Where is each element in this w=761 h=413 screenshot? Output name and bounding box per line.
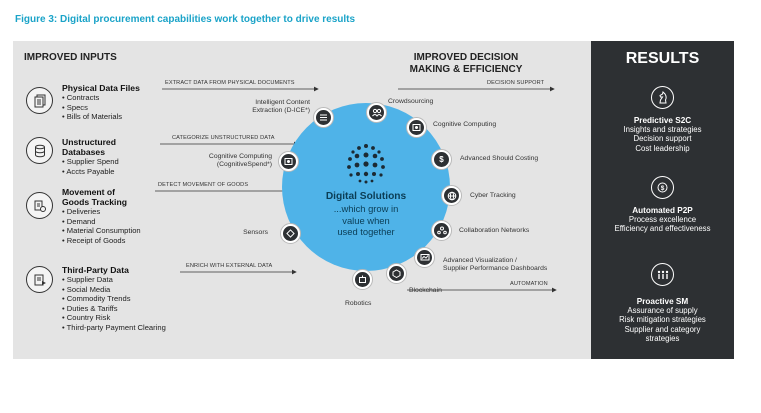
label-line1: Intelligent Content — [255, 99, 310, 106]
blockchain-label: Blockchain — [409, 287, 442, 294]
result-line: Decision support — [633, 134, 692, 144]
tracking-icon — [26, 192, 53, 219]
result-line: strategies — [645, 333, 680, 343]
intelligent-content-label: Intelligent Content Extraction (D-ICE*) — [226, 99, 310, 116]
list-item: Receipt of Goods — [62, 236, 141, 246]
list-item: Contracts — [62, 93, 140, 103]
crowdsourcing-label: Crowdsourcing — [388, 98, 434, 105]
list-item: Country Risk — [62, 313, 166, 323]
result-line: Efficiency and effectiveness — [614, 224, 711, 234]
extract-label: EXTRACT DATA FROM PHYSICAL DOCUMENTS — [165, 80, 295, 86]
categorize-label: CATEGORIZE UNSTRUCTURED DATA — [172, 135, 275, 141]
inputs-header: IMPROVED INPUTS — [24, 52, 117, 63]
list-item: Duties & Tariffs — [62, 304, 166, 314]
result-predictive: Predictive S2C Insights and strategies D… — [591, 116, 734, 153]
list-item: Material Consumption — [62, 226, 141, 236]
list-item: Bills of Materials — [62, 112, 140, 122]
results-header: RESULTS — [625, 50, 700, 67]
result-line: Insights and strategies — [623, 125, 702, 134]
digital-solutions-line1: ...which grow in — [333, 203, 399, 214]
cyber-tracking-tool — [441, 185, 462, 206]
collaboration-label: Collaboration Networks — [459, 227, 530, 234]
result-line: Assurance of supply — [627, 306, 698, 315]
digital-solutions-text: Digital Solutions ...which grow in value… — [306, 190, 426, 238]
automation-label: AUTOMATION — [510, 281, 548, 287]
sensors-label: Sensors — [243, 229, 268, 236]
cognitive-left-label: Cognitive Computing (CognitiveSpend*) — [188, 153, 272, 170]
digital-solutions-circle — [282, 103, 450, 271]
cyber-tracking-label: Cyber Tracking — [470, 192, 516, 199]
chess-knight-icon — [651, 86, 674, 109]
list-item: Supplier Spend — [62, 157, 119, 167]
globe-dots-icon — [347, 144, 385, 184]
group-title-line2: Goods Tracking — [62, 197, 127, 207]
svg-text:$: $ — [661, 185, 665, 192]
enrich-label: ENRICH WITH EXTERNAL DATA — [186, 263, 273, 269]
digital-solutions-line2: value when — [342, 214, 390, 226]
decision-header: IMPROVED DECISION MAKING & EFFICIENCY — [406, 52, 526, 76]
label-line2: (CognitiveSpend*) — [216, 161, 272, 169]
blockchain-tool — [386, 263, 407, 284]
cognitive-right-tool — [406, 117, 427, 138]
result-title: Automated P2P — [632, 206, 693, 215]
list-item: Deliveries — [62, 207, 141, 217]
input-group-tracking: Movement of Goods Tracking Deliveries De… — [62, 187, 141, 245]
result-automated: Automated P2P Process excellence Efficie… — [591, 206, 734, 234]
group-title-line2: Databases — [62, 147, 105, 157]
result-title: Proactive SM — [636, 297, 689, 306]
label-line1: Cognitive Computing — [208, 153, 272, 160]
list-item: Specs — [62, 103, 140, 113]
collaboration-tool — [431, 220, 452, 241]
detect-label: DETECT MOVEMENT OF GOODS — [158, 182, 249, 188]
list-item: Third-party Payment Clearing — [62, 323, 166, 333]
list-item: Demand — [62, 217, 141, 227]
should-costing-label: Advanced Should Costing — [460, 155, 539, 162]
label-line2: Supplier Performance Dashboards — [443, 265, 548, 273]
crowdsourcing-tool — [366, 102, 387, 123]
result-proactive: Proactive SM Assurance of supply Risk mi… — [591, 297, 734, 343]
input-group-third-party: Third-Party Data Supplier Data Social Me… — [62, 265, 166, 333]
robotics-label: Robotics — [345, 300, 372, 307]
digital-solutions-title: Digital Solutions — [325, 191, 407, 202]
decision-support-label: DECISION SUPPORT — [487, 80, 545, 86]
dollar-icon: $ — [439, 155, 444, 164]
database-icon — [26, 137, 53, 164]
label-line1: Advanced Visualization / — [443, 257, 517, 264]
input-group-physical: Physical Data Files Contracts Specs Bill… — [62, 83, 140, 122]
result-line: Risk mitigation strategies — [619, 315, 706, 325]
list-item: Commodity Trends — [62, 294, 166, 304]
coin-icon: $ — [651, 176, 674, 199]
label-line2: Extraction (D-ICE*) — [252, 107, 310, 115]
cognitive-right-label: Cognitive Computing — [433, 121, 497, 128]
decision-header-line2: MAKING & EFFICIENCY — [409, 64, 523, 75]
group-title: Third-Party Data — [62, 265, 129, 275]
group-title-line1: Unstructured — [62, 137, 116, 147]
list-item: Accts Payable — [62, 167, 119, 177]
advanced-viz-tool — [414, 247, 435, 268]
list-item: Social Media — [62, 285, 166, 295]
result-line: Process excellence — [628, 215, 697, 224]
result-line: Supplier and category — [624, 324, 701, 334]
robotics-tool — [352, 269, 373, 290]
intelligent-content-tool — [313, 107, 334, 128]
advanced-viz-label: Advanced Visualization / Supplier Perfor… — [443, 257, 547, 274]
should-costing-tool: $ — [431, 149, 452, 170]
group-title: Physical Data Files — [62, 83, 140, 93]
decision-header-line1: IMPROVED DECISION — [413, 52, 519, 63]
third-party-data-icon — [26, 266, 53, 293]
digital-solutions-line3: used together — [337, 226, 395, 237]
people-group-icon — [651, 263, 674, 286]
sensors-tool — [280, 223, 301, 244]
result-title: Predictive S2C — [633, 116, 692, 125]
cognitive-left-tool — [278, 151, 299, 172]
figure-title: Figure 3: Digital procurement capabiliti… — [15, 14, 356, 25]
list-item: Supplier Data — [62, 275, 166, 285]
group-title-line1: Movement of — [62, 187, 115, 197]
input-group-unstructured: Unstructured Databases Supplier Spend Ac… — [62, 137, 119, 176]
result-line: Cost leadership — [635, 143, 690, 153]
documents-icon — [26, 87, 53, 114]
